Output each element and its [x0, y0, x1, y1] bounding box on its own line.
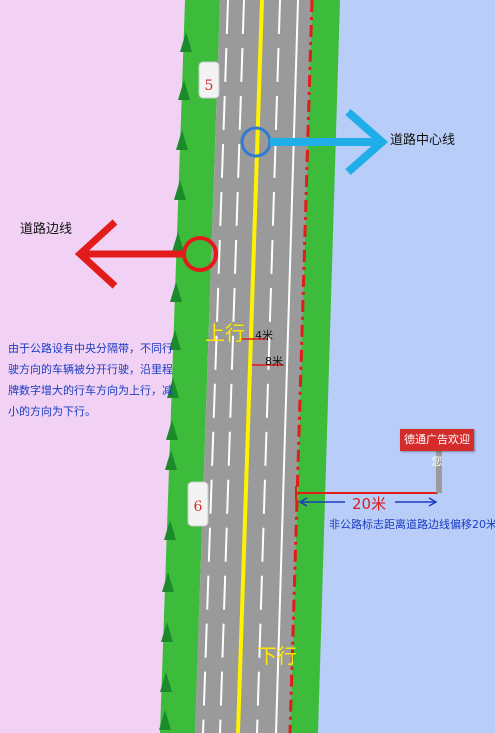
explanation-text: 由于公路设有中央分隔带，不同行驶方向的车辆被分开行驶，沿里程牌数字增大的行车方向… [8, 342, 173, 418]
lane-divider-mid-right [256, 0, 281, 733]
distance-20m-label: 20米 [352, 495, 387, 513]
sign-post [436, 451, 442, 493]
distance-arrow-left-head [298, 497, 308, 507]
center-arrow-head [345, 109, 389, 175]
offset-note: 非公路标志距离道路边线偏移20米 [329, 518, 495, 531]
trees [159, 32, 192, 730]
right-green-belt [290, 0, 340, 733]
upward-label: 上行 [205, 321, 245, 345]
sign-board: 德通广告欢迎您 [400, 429, 474, 468]
lane-divider-mid-left [219, 0, 245, 733]
road-edge-line-right [275, 0, 299, 733]
road-surface [195, 0, 312, 733]
lane-4m-label: 4米 [255, 329, 273, 342]
kilometer-post-6: 6 [194, 499, 203, 515]
kilometer-post-5-body [198, 61, 220, 99]
edge-arrow-head [74, 219, 118, 289]
road-edge-label: 道路边线 [20, 222, 73, 237]
distance-arrow-right-head [428, 497, 438, 507]
center-line [236, 0, 264, 733]
left-green-shoulder [160, 0, 220, 733]
kilometer-post-6-body [187, 481, 209, 527]
road-boundary-line [288, 0, 314, 733]
downward-label: 下行 [257, 644, 297, 668]
lane-8m-label: 8米 [265, 355, 283, 368]
lane-divider-left [202, 0, 229, 733]
road-center-label: 道路中心线 [390, 133, 456, 148]
kilometer-post-5: 5 [205, 78, 214, 94]
